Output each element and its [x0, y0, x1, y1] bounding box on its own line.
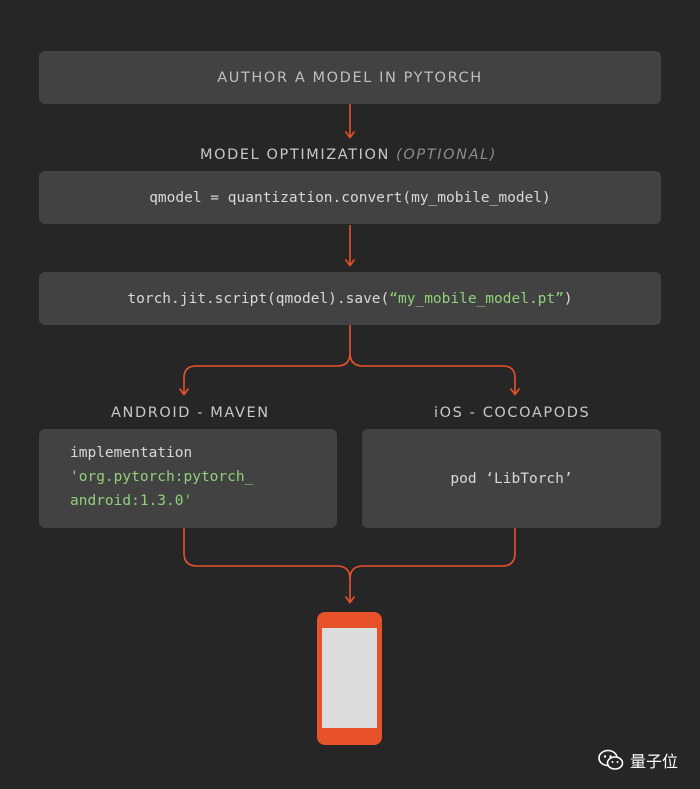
android-dependency-code: implementation 'org.pytorch:pytorch_andro… [70, 441, 253, 513]
save-code-prefix: torch.jit.script(qmodel).save( [127, 290, 390, 307]
ios-cocoapods-box: pod ‘LibTorch’ [362, 429, 661, 528]
model-optimization-text: MODEL OPTIMIZATION [200, 147, 390, 163]
save-code-filename: “my_mobile_model.pt” [389, 290, 564, 307]
watermark-text: 量子位 [629, 752, 678, 771]
android-code-line-3: android:1.3.0' [70, 493, 193, 509]
android-maven-label: ANDROID - MAVEN [111, 405, 270, 421]
quantization-code-box: qmodel = quantization.convert(my_mobile_… [39, 171, 661, 224]
model-optimization-label: MODEL OPTIMIZATION (OPTIONAL) [200, 147, 497, 163]
wechat-icon [598, 749, 624, 770]
quantization-code: qmodel = quantization.convert(my_mobile_… [149, 189, 551, 206]
arrow-merge [183, 528, 351, 602]
mobile-phone-icon [317, 612, 382, 745]
ios-cocoapods-label: iOS - COCOAPODS [434, 405, 591, 421]
android-maven-box: implementation 'org.pytorch:pytorch_andro… [39, 429, 337, 528]
save-script-code-box: torch.jit.script(qmodel).save(“my_mobile… [39, 272, 661, 325]
arrow-split [183, 325, 351, 394]
author-model-box: AUTHOR A MODEL IN PYTORCH [39, 51, 661, 104]
ios-pod-code: pod ‘LibTorch’ [450, 470, 573, 487]
android-code-line-1: implementation [70, 445, 193, 461]
phone-screen [322, 628, 377, 728]
save-code-suffix: ) [563, 290, 573, 307]
optional-text: (OPTIONAL) [396, 147, 498, 163]
android-code-line-2: 'org.pytorch:pytorch_ [70, 469, 254, 485]
save-script-code: torch.jit.script(qmodel).save(“my_mobile… [127, 291, 572, 307]
author-model-label: AUTHOR A MODEL IN PYTORCH [217, 69, 483, 86]
watermark: 量子位 [598, 748, 678, 772]
